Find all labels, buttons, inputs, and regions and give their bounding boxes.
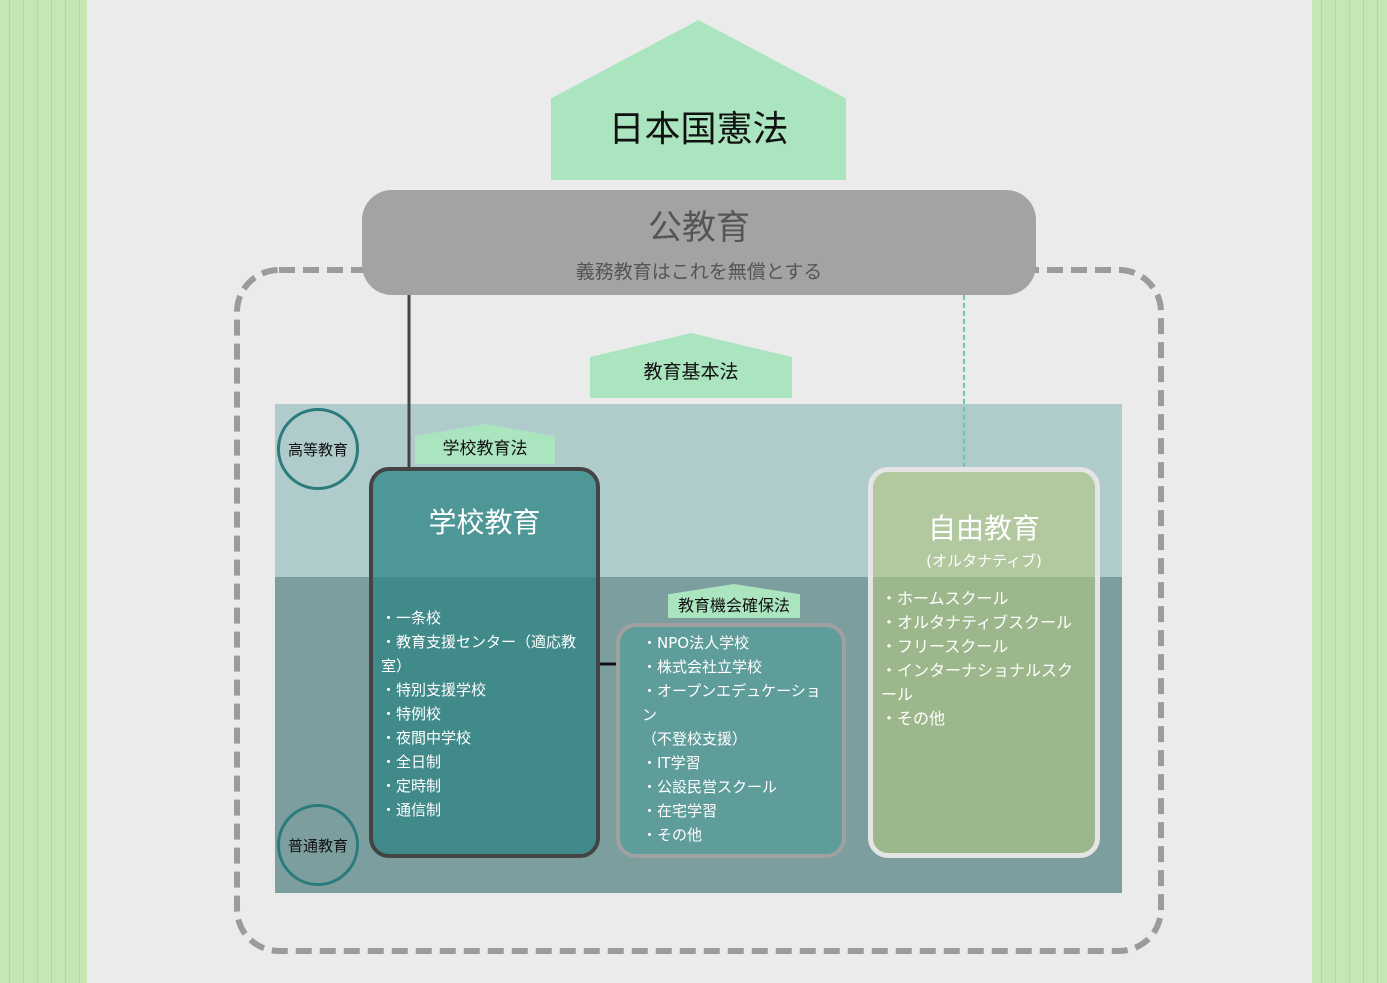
list-item: ・インターナショナルスクール: [881, 661, 1074, 704]
general-education-circle: 普通教育: [277, 804, 359, 886]
school-law-label: 学校教育法: [442, 439, 528, 459]
school-education-title: 学校教育: [428, 506, 541, 539]
list-item: ・定時制: [381, 777, 442, 795]
free-education-title: 自由教育: [927, 512, 1040, 545]
left-decor-strip: [0, 0, 87, 983]
school-education-box: 学校教育 ・一条校 ・教育支援センター（適応教室） ・特別支援学校 ・特例校 ・…: [369, 467, 600, 858]
list-item: ・夜間中学校: [381, 729, 472, 747]
public-education-subtitle: 義務教育はこれを無償とする: [575, 261, 823, 283]
free-education-subtitle: (オルタナティブ): [926, 552, 1042, 570]
list-item: ・その他: [642, 826, 703, 844]
list-item: （不登校支援）: [642, 730, 748, 748]
list-item: ・一条校: [381, 609, 442, 627]
list-item: ・特別支援学校: [381, 681, 487, 699]
list-item: ・通信制: [381, 801, 442, 819]
basic-law-label: 教育基本法: [643, 361, 739, 383]
list-item: ・オルタナティブスクール: [881, 613, 1073, 632]
opportunity-box: ・NPO法人学校 ・株式会社立学校 ・オープンエデュケーション （不登校支援） …: [616, 623, 846, 858]
constitution-label: 日本国憲法: [608, 109, 789, 150]
opportunity-law-label: 教育機会確保法: [677, 596, 790, 615]
list-item: ・在宅学習: [642, 802, 718, 820]
general-education-label: 普通教育: [287, 836, 348, 855]
list-item: ・特例校: [381, 705, 442, 723]
right-decor-strip: [1312, 0, 1387, 983]
list-item: ・教育支援センター（適応教室）: [381, 633, 577, 675]
list-item: ・公設民営スクール: [642, 778, 778, 796]
list-item: ・その他: [881, 709, 946, 728]
list-item: ・フリースクール: [881, 637, 1009, 656]
higher-education-circle: 高等教育: [277, 408, 359, 490]
free-education-box: 自由教育 (オルタナティブ) ・ホームスクール ・オルタナティブスクール ・フリ…: [868, 467, 1100, 858]
list-item: ・NPO法人学校: [642, 634, 750, 652]
list-item: ・ホームスクール: [881, 589, 1009, 608]
list-item: ・全日制: [381, 753, 442, 771]
higher-education-label: 高等教育: [287, 440, 348, 459]
list-item: ・オープンエデュケーション: [642, 682, 821, 724]
public-education-pill: 公教育 義務教育はこれを無償とする: [362, 190, 1036, 295]
list-item: ・株式会社立学校: [642, 658, 763, 676]
list-item: ・IT学習: [642, 754, 701, 772]
public-education-title: 公教育: [648, 208, 750, 248]
